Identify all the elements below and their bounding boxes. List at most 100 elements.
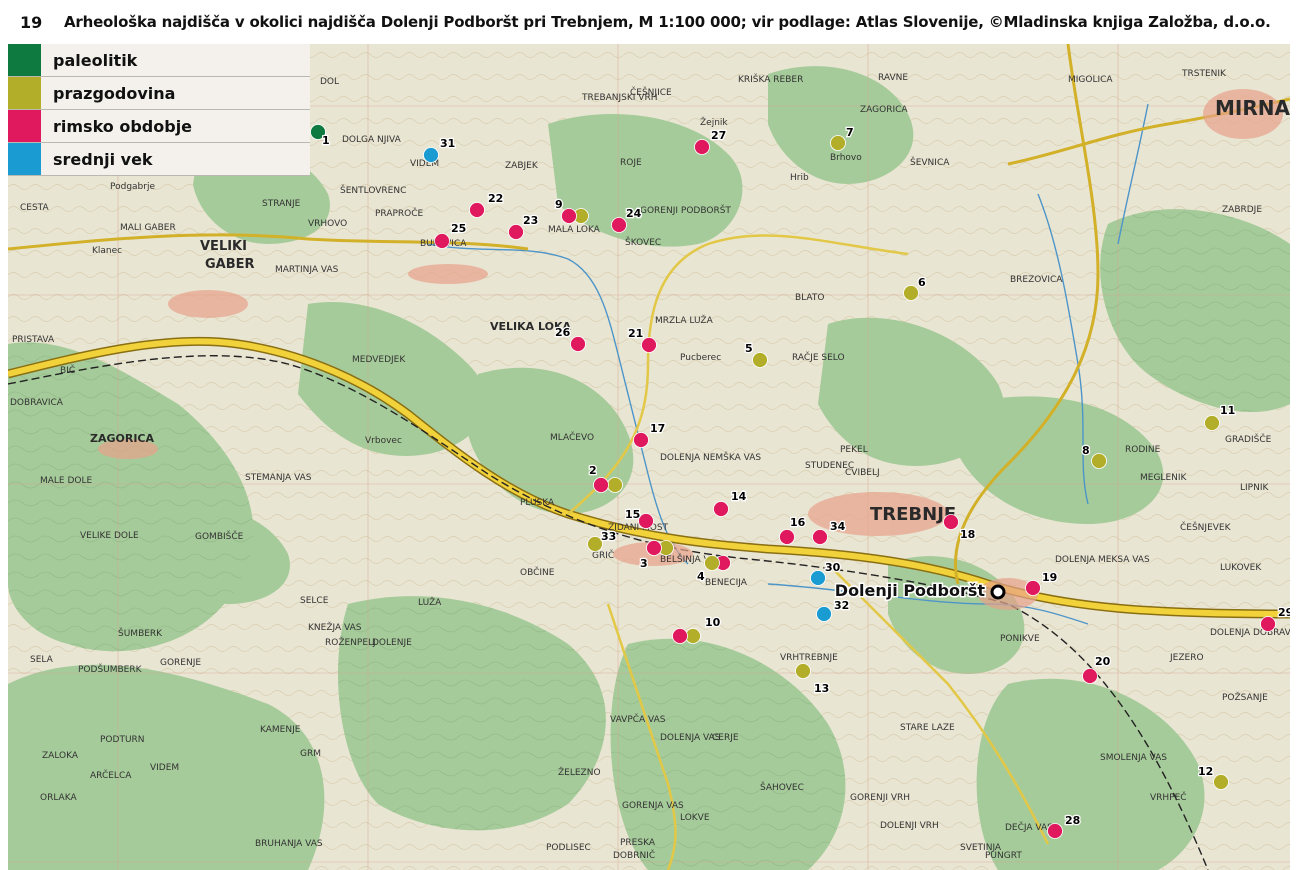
site-16[interactable]: 16 [779, 515, 807, 545]
site-12[interactable]: 12 [1197, 764, 1229, 790]
town-label-mirna: MIRNA [1215, 96, 1290, 120]
site-marker[interactable] [672, 628, 688, 644]
site-18[interactable]: 18 [943, 514, 977, 542]
legend-item-paleolitik: paleolitik [8, 44, 310, 77]
site-marker[interactable] [1213, 774, 1229, 790]
site-marker[interactable] [1091, 453, 1107, 469]
figure-caption: Arheološka najdišča v okolici najdišča D… [64, 13, 1271, 31]
site-marker[interactable] [434, 233, 450, 249]
site-marker[interactable] [646, 540, 662, 556]
site-6[interactable]: 6 [903, 275, 927, 301]
site-11[interactable]: 11 [1204, 403, 1237, 431]
site-marker[interactable] [1204, 415, 1220, 431]
site-8[interactable]: 8 [1081, 443, 1107, 469]
site-marker[interactable] [713, 501, 729, 517]
site-marker[interactable] [830, 135, 846, 151]
site-1[interactable]: 1 [310, 124, 331, 148]
place-label-sahovec: ŠAHOVEC [760, 781, 804, 793]
site-marker[interactable] [1082, 668, 1098, 684]
site-4[interactable]: 4 [696, 555, 731, 584]
site-marker[interactable] [469, 202, 485, 218]
site-marker[interactable] [694, 139, 710, 155]
site-number: 24 [626, 207, 642, 220]
site-5[interactable]: 5 [744, 341, 768, 368]
site-9[interactable]: 9 [554, 197, 589, 224]
site-marker[interactable] [779, 529, 795, 545]
place-label-lukovek: LUKOVEK [1220, 563, 1262, 573]
place-label-stemanja_vas: STEMANJA VAS [245, 473, 312, 483]
site-22[interactable]: 22 [469, 191, 505, 218]
site-number: 5 [745, 342, 753, 355]
site-24[interactable]: 24 [611, 206, 643, 233]
site-number: 16 [790, 516, 806, 529]
site-31[interactable]: 31 [423, 136, 457, 163]
site-17[interactable]: 17 [633, 421, 667, 448]
site-marker[interactable] [704, 555, 720, 571]
place-label-brhovo: Brhovo [830, 153, 862, 163]
place-label-cvibelj: CVIBELJ [845, 468, 880, 478]
site-marker-companion[interactable] [607, 477, 623, 493]
site-20[interactable]: 20 [1082, 654, 1112, 684]
site-14[interactable]: 14 [713, 489, 748, 517]
place-label-kamenje: KAMENJE [260, 725, 301, 735]
place-label-lipnik: LIPNIK [1240, 483, 1269, 493]
site-number: 19 [1042, 571, 1057, 584]
site-15[interactable]: 15 [624, 507, 654, 529]
archaeological-sites[interactable]: 1234567891011121314151617181920212223242… [310, 124, 1291, 839]
site-marker[interactable] [423, 147, 439, 163]
site-number: 25 [451, 222, 466, 235]
site-marker[interactable] [812, 529, 828, 545]
site-13[interactable]: 13 [795, 663, 831, 696]
site-21[interactable]: 21 [627, 326, 657, 353]
place-label-podsumberk: PODŠUMBERK [78, 663, 143, 675]
site-27[interactable]: 27 [694, 128, 728, 155]
site-marker[interactable] [587, 536, 603, 552]
site-marker[interactable] [810, 570, 826, 586]
site-marker[interactable] [611, 217, 627, 233]
site-marker[interactable] [795, 663, 811, 679]
site-marker[interactable] [903, 285, 919, 301]
target-site[interactable]: Dolenji Podboršt [833, 580, 1006, 602]
site-marker[interactable] [638, 513, 654, 529]
site-7[interactable]: 7 [830, 125, 855, 151]
site-number: 23 [523, 214, 538, 227]
place-label-lokve: LOKVE [680, 813, 710, 823]
site-26[interactable]: 26 [554, 325, 586, 352]
site-29[interactable]: 29 [1260, 605, 1291, 632]
place-label-praproce: PRAPROČE [375, 207, 424, 219]
site-32[interactable]: 32 [816, 598, 851, 622]
site-marker[interactable] [310, 124, 326, 140]
site-10[interactable]: 10 [672, 615, 722, 644]
site-marker[interactable] [816, 606, 832, 622]
site-marker[interactable] [943, 514, 959, 530]
site-2[interactable]: 2 [588, 463, 623, 493]
target-site-marker[interactable] [990, 584, 1006, 600]
site-marker[interactable] [752, 352, 768, 368]
site-marker[interactable] [641, 337, 657, 353]
site-marker[interactable] [1260, 616, 1276, 632]
site-marker[interactable] [1047, 823, 1063, 839]
site-19[interactable]: 19 [1025, 570, 1059, 596]
site-28[interactable]: 28 [1047, 813, 1082, 839]
place-label-racje_selo: RAČJE SELO [792, 351, 845, 363]
site-number: 32 [834, 599, 849, 612]
site-marker[interactable] [633, 432, 649, 448]
site-number: 17 [650, 422, 665, 435]
site-marker[interactable] [593, 477, 609, 493]
site-30[interactable]: 30 [810, 560, 842, 586]
site-3[interactable]: 3 [639, 540, 674, 571]
place-label-mala_loka: MALA LOKA [548, 225, 601, 235]
site-25[interactable]: 25 [434, 221, 468, 249]
legend-item-srednji-vek: srednji vek [8, 143, 310, 176]
site-marker[interactable] [570, 336, 586, 352]
site-marker[interactable] [561, 208, 577, 224]
site-marker[interactable] [508, 224, 524, 240]
site-33[interactable]: 33 [587, 529, 618, 552]
site-34[interactable]: 34 [812, 519, 847, 545]
place-label-sela: SELA [30, 655, 54, 665]
place-label-mrzla_luza: MRZLA LUŽA [655, 314, 714, 326]
site-23[interactable]: 23 [508, 213, 540, 240]
site-marker[interactable] [1025, 580, 1041, 596]
